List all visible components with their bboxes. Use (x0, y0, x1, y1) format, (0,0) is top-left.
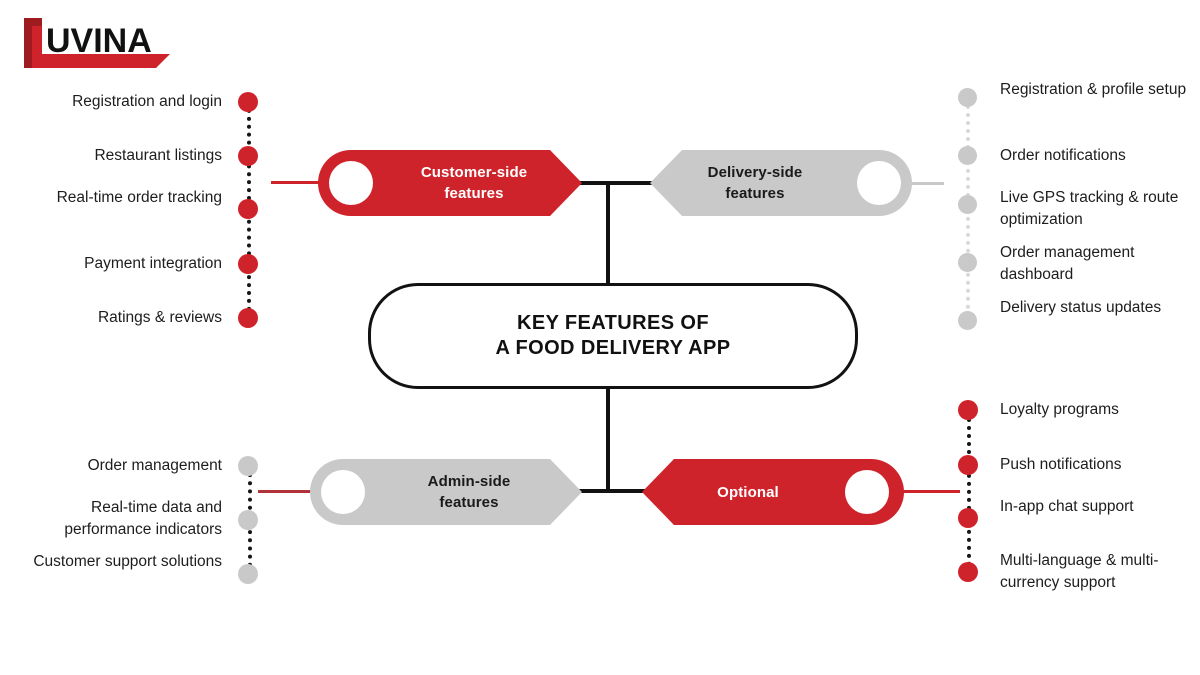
banner-knob-admin-side (321, 470, 365, 514)
branch-banner-admin-side[interactable]: Admin-side features (310, 459, 582, 525)
bullet-dot (958, 88, 977, 107)
feature-label: In-app chat support (1000, 498, 1134, 515)
feature-label: Registration & profile setup (1000, 81, 1187, 98)
banner-line1: Customer-side (420, 164, 528, 181)
feature-label: Registration and login (72, 93, 222, 110)
banner-shape-red-left-arrow (642, 459, 904, 525)
bullet-dot (958, 311, 977, 330)
feature-label: Live GPS tracking & route optimization (1000, 189, 1179, 228)
bullet-dot (958, 146, 977, 165)
feature-label: Loyalty programs (1000, 401, 1119, 418)
connector-delivery-to-dots (888, 182, 944, 185)
branch-banner-customer-side-label: Customer-side features (421, 162, 527, 204)
connector-bottom-vertical (606, 381, 610, 493)
banner-shape-gray-left-arrow (650, 150, 912, 216)
bullet-dot (958, 253, 977, 272)
feature-label: Delivery status updates (1000, 299, 1162, 316)
luvina-logo: UVINA (20, 16, 170, 68)
bullet-dot (958, 562, 978, 582)
branch-banner-admin-side-label: Admin-side features (428, 471, 511, 513)
banner-knob-delivery-side (857, 161, 901, 205)
feature-label: Payment integration (84, 255, 222, 272)
bullet-dot (238, 146, 258, 166)
center-title: KEY FEATURES OF A FOOD DELIVERY APP (495, 311, 730, 361)
banner-line1: Admin-side (427, 473, 511, 490)
branch-banner-optional-label: Optional (717, 482, 779, 503)
feature-label: Customer support solutions (33, 553, 222, 570)
feature-label: Order management (87, 457, 222, 474)
bullet-dot (238, 456, 258, 476)
connector-bottom-horizontal (568, 489, 688, 493)
bullet-dot (238, 199, 258, 219)
connector-top-horizontal (568, 181, 688, 185)
bullet-dot (238, 254, 258, 274)
bullet-dot (238, 92, 258, 112)
bullet-dot (238, 510, 258, 530)
banner-line2: features (444, 185, 504, 202)
center-title-line2: A FOOD DELIVERY APP (495, 337, 731, 359)
connector-customer-to-dots (271, 181, 331, 184)
feature-label: Real-time data and performance indicator… (64, 499, 222, 538)
bullet-dot (958, 508, 978, 528)
center-title-line1: KEY FEATURES OF (517, 312, 709, 334)
luvina-l-swoosh-icon (24, 18, 170, 68)
branch-banner-delivery-side[interactable]: Delivery-side features (650, 150, 912, 216)
feature-label: Real-time order tracking (56, 189, 222, 206)
bullet-dot (238, 308, 258, 328)
banner-line1: Delivery-side (707, 164, 803, 181)
banner-line2: features (439, 494, 499, 511)
feature-label: Ratings & reviews (97, 309, 222, 326)
banner-shape-red-right-arrow (318, 150, 582, 216)
bullet-dot (238, 564, 258, 584)
branch-banner-optional[interactable]: Optional (642, 459, 904, 525)
branch-banner-customer-side[interactable]: Customer-side features (318, 150, 582, 216)
banner-line1: Optional (717, 483, 779, 501)
feature-label: Order management dashboard (1000, 244, 1135, 283)
bullet-dot (958, 400, 978, 420)
feature-label: Multi-language & multi-currency support (1000, 552, 1159, 591)
dot-spine-optional (967, 410, 971, 574)
connector-admin-to-dots (258, 490, 328, 493)
bullet-dot (958, 195, 977, 214)
logo-wordmark: UVINA (46, 22, 152, 60)
banner-shape-gray-right-arrow (310, 459, 582, 525)
feature-label: Restaurant listings (94, 147, 222, 164)
center-node: KEY FEATURES OF A FOOD DELIVERY APP (368, 283, 858, 389)
banner-knob-optional (845, 470, 889, 514)
connector-optional-to-dots (898, 490, 960, 493)
branch-banner-delivery-side-label: Delivery-side features (708, 162, 803, 204)
feature-label: Order notifications (1000, 147, 1126, 164)
connector-top-vertical (606, 181, 610, 285)
bullet-dot (958, 455, 978, 475)
feature-label: Push notifications (1000, 456, 1122, 473)
banner-line2: features (725, 185, 785, 202)
banner-knob-customer-side (329, 161, 373, 205)
